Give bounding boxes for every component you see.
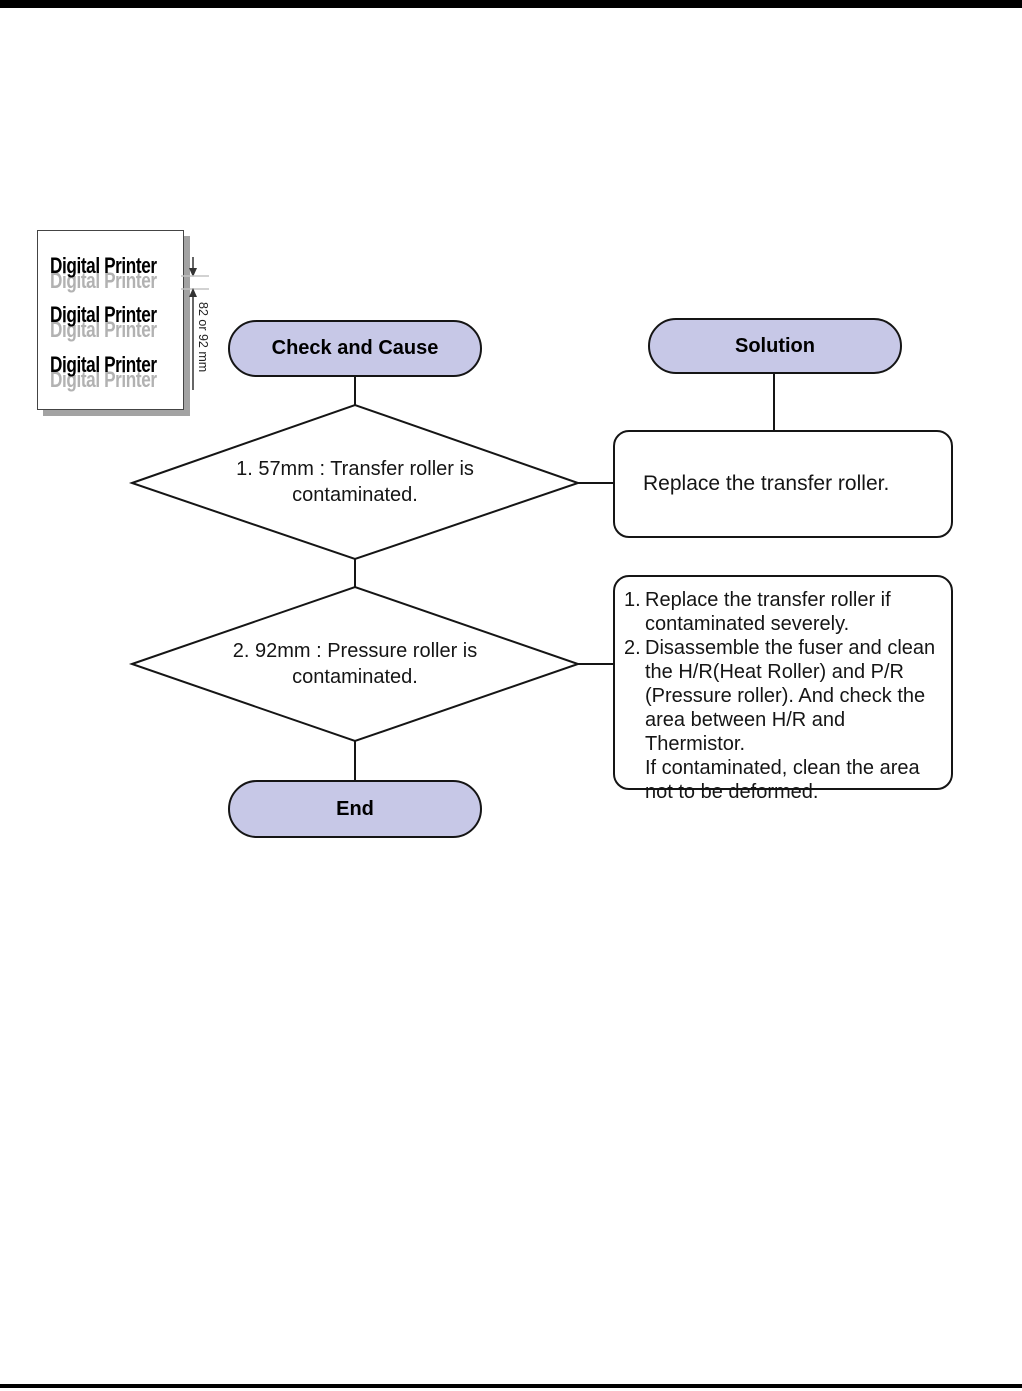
list-marker: 2. [624, 637, 641, 659]
sample-text-ghost: Digital Printer [50, 317, 157, 342]
end-label: End [336, 797, 374, 820]
page-bottom-rule [0, 1384, 1022, 1388]
solution-label: Solution [735, 334, 815, 357]
check-and-cause-node: Check and Cause [228, 320, 482, 377]
sample-text-ghost: Digital Printer [50, 367, 157, 392]
sample-text: Digital Printer [50, 302, 157, 327]
solution-box-1: Replace the transfer roller. [613, 430, 953, 538]
page-top-rule [0, 0, 1022, 8]
print-sample-figure: Digital Printer Digital Printer Digital … [37, 230, 184, 410]
sample-line: Digital Printer Digital Printer [50, 302, 180, 348]
arrow-up-icon [189, 288, 197, 297]
solution-box-2: 1. Replace the transfer roller if contam… [613, 575, 953, 803]
solution-2-item-text: Disassemble the fuser and clean the H/R(… [645, 637, 936, 803]
solution-node: Solution [648, 318, 902, 374]
solution-2-item: 1. Replace the transfer roller if contam… [624, 588, 943, 636]
dimension-annotation: 82 or 92 mm [181, 257, 210, 390]
decision-diamond-2 [128, 585, 582, 743]
sample-text: Digital Printer [50, 352, 157, 377]
end-node: End [228, 780, 482, 838]
solution-2-item-text: Replace the transfer roller if contamina… [645, 589, 891, 635]
sample-line: Digital Printer Digital Printer [50, 253, 180, 299]
sample-line: Digital Printer Digital Printer [50, 352, 180, 398]
decision-2-label: 2. 92mm : Pressure roller is contaminate… [232, 640, 478, 688]
solution-2-item: 2. Disassemble the fuser and clean the H… [624, 636, 943, 804]
decision-1-label: 1. 57mm : Transfer roller is contaminate… [236, 458, 474, 506]
arrow-down-icon [189, 268, 197, 277]
check-and-cause-label: Check and Cause [271, 337, 439, 359]
decision-diamond-1 [128, 403, 582, 561]
list-marker: 1. [624, 589, 641, 611]
sample-text-ghost: Digital Printer [50, 268, 157, 293]
solution-1-text: Replace the transfer roller. [643, 472, 890, 495]
dimension-label: 82 or 92 mm [196, 302, 210, 372]
sample-text: Digital Printer [50, 253, 157, 278]
